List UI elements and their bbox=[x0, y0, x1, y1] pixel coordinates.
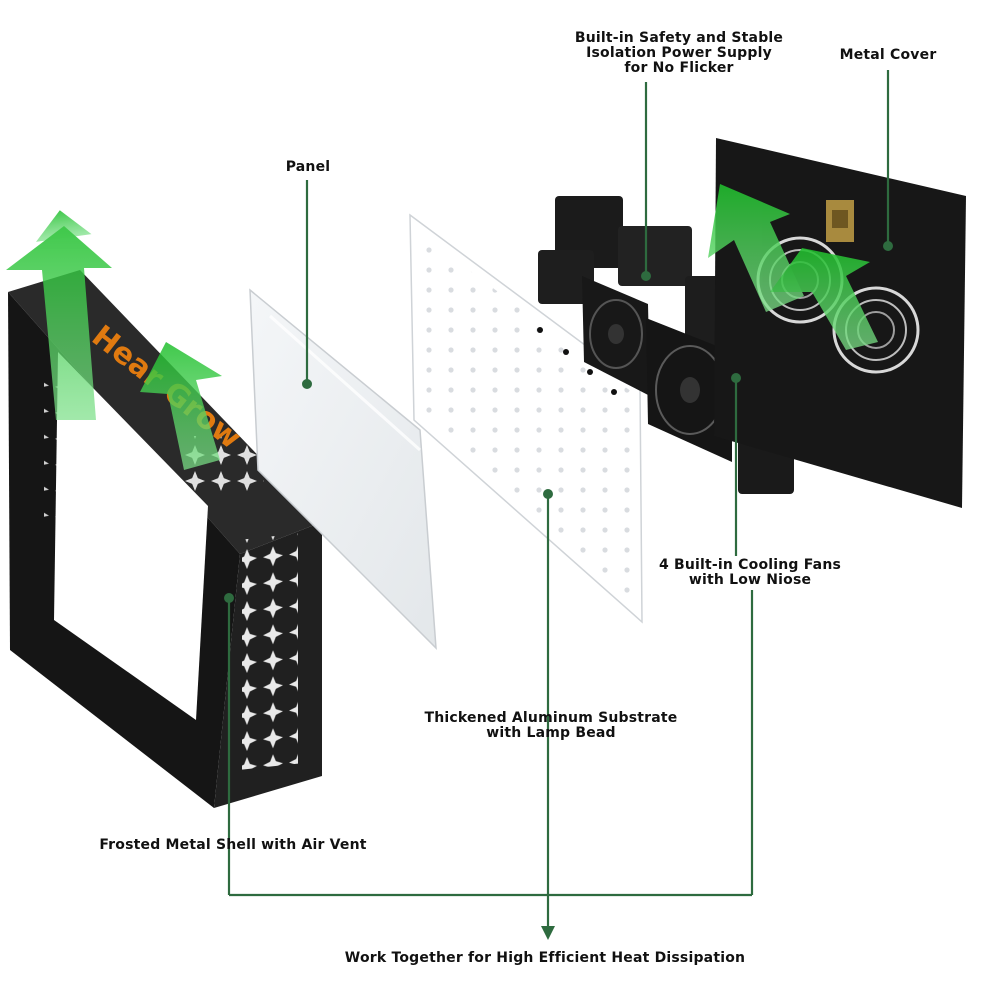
airflow-arrow-icon bbox=[6, 210, 222, 470]
label-metal-cover: Metal Cover bbox=[839, 47, 937, 63]
leader-dots bbox=[224, 241, 893, 603]
glass-panel bbox=[249, 288, 437, 650]
label-cooling-fans: 4 Built-in Cooling Fans with Low Niose bbox=[658, 557, 842, 588]
aluminum-substrate bbox=[409, 213, 643, 624]
cooling-fan-icon bbox=[582, 276, 650, 396]
label-substrate: Thickened Aluminum Substrate with Lamp B… bbox=[424, 710, 678, 741]
airflow-arrow-icon bbox=[708, 184, 878, 350]
leader-lines bbox=[227, 70, 890, 928]
label-power-supply: Built-in Safety and Stable Isolation Pow… bbox=[574, 30, 784, 76]
metal-shell: Hear Grow bbox=[8, 270, 322, 808]
down-arrow-icon bbox=[541, 926, 555, 940]
label-panel: Panel bbox=[285, 159, 331, 175]
label-summary: Work Together for High Efficient Heat Di… bbox=[344, 950, 746, 966]
cooling-fan-icon bbox=[646, 318, 732, 462]
label-shell: Frosted Metal Shell with Air Vent bbox=[99, 837, 367, 853]
